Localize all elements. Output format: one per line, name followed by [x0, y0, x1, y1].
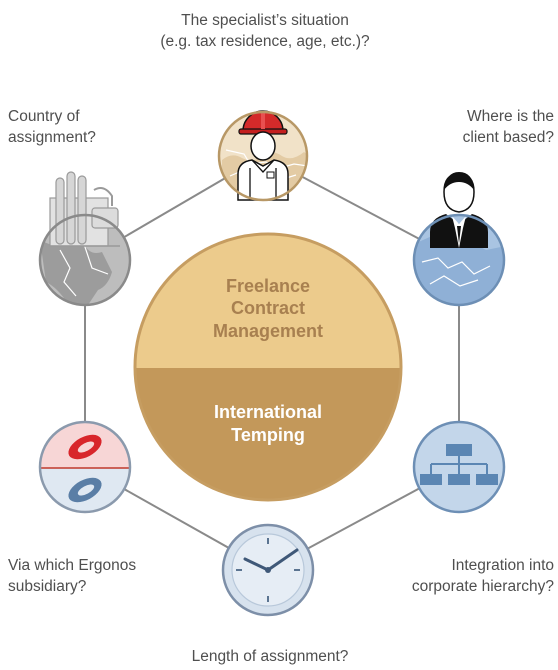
label-lower-right-line-2: corporate hierarchy?: [411, 578, 554, 595]
label-top-line-1: The specialist’s situation: [181, 12, 349, 29]
node-lower-right: [412, 420, 506, 514]
node-upper-right: [412, 172, 506, 307]
label-top: The specialist’s situation (e.g. tax res…: [130, 10, 400, 52]
center-top-line-3: Management: [213, 321, 323, 341]
label-lower-left: Via which Ergonos subsidiary?: [8, 555, 178, 597]
center-circle: Freelance Contract Management Internatio…: [133, 232, 403, 502]
label-lower-right: Integration into corporate hierarchy?: [380, 555, 554, 597]
label-bottom: Length of assignment?: [140, 646, 400, 667]
center-top-line-1: Freelance: [226, 276, 310, 296]
label-lower-left-line-2: subsidiary?: [8, 578, 87, 595]
label-upper-right-line-1: Where is the: [466, 108, 554, 125]
label-top-line-2: (e.g. tax residence, age, etc.)?: [160, 33, 370, 50]
label-lower-right-line-1: Integration into: [451, 557, 554, 574]
node-top: [217, 110, 309, 202]
center-bottom-line-1: International: [214, 402, 322, 422]
ergonos-logo-icon: [68, 434, 102, 503]
label-upper-left-line-1: Country of: [8, 108, 80, 125]
businessman-icon: [430, 172, 488, 248]
clock-icon: [231, 533, 305, 607]
node-upper-left: [38, 171, 132, 307]
center-top-line-2: Contract: [231, 298, 305, 318]
node-lower-left: [38, 420, 132, 514]
label-upper-left: Country of assignment?: [8, 106, 148, 148]
center-bottom-line-2: Temping: [231, 425, 305, 445]
label-bottom-line-1: Length of assignment?: [191, 648, 349, 665]
node-bottom: [221, 523, 315, 617]
label-lower-left-line-1: Via which Ergonos: [8, 557, 137, 574]
label-upper-right-line-2: client based?: [462, 129, 554, 146]
label-upper-left-line-2: assignment?: [8, 129, 96, 146]
label-upper-right: Where is the client based?: [420, 106, 554, 148]
worker-with-hardhat-icon: [237, 110, 289, 201]
org-chart-icon: [420, 444, 498, 485]
